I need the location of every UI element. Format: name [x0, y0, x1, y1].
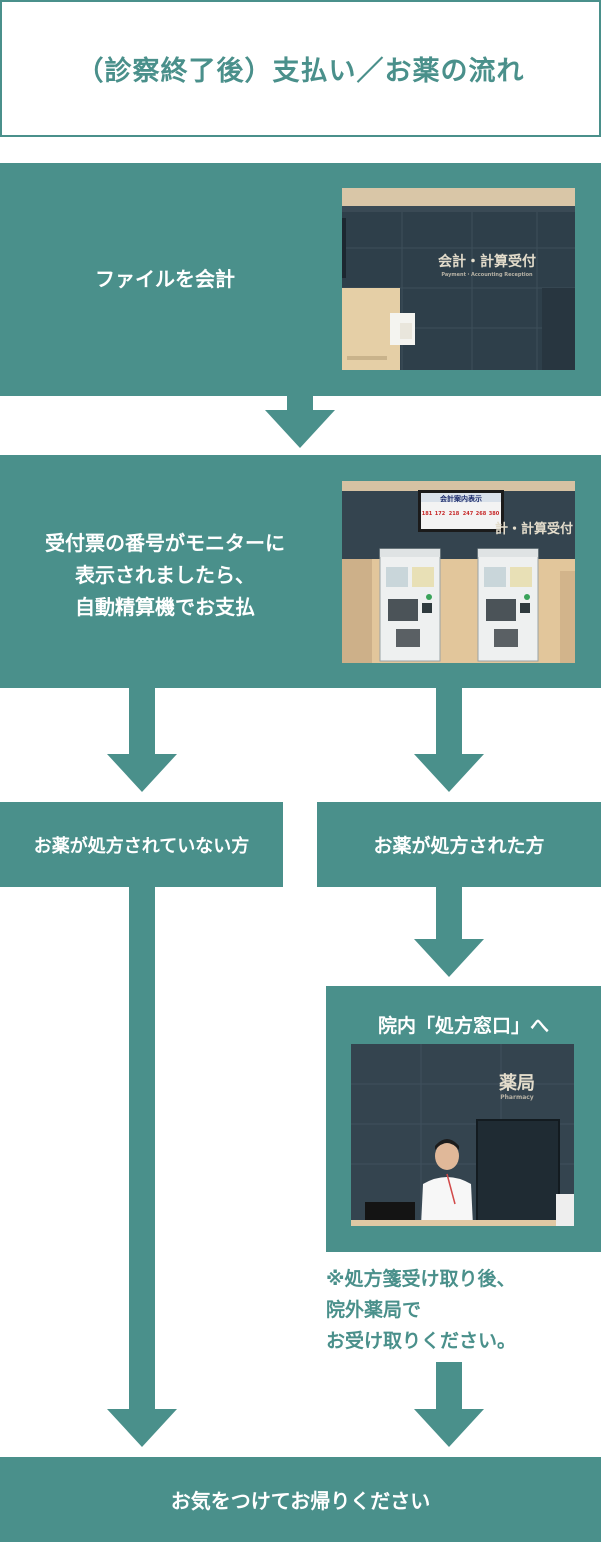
- title-box: （診察終了後）支払い／お薬の流れ: [0, 0, 601, 137]
- note-line-3: お受け取りください。: [326, 1330, 517, 1352]
- step-payment-line-1: 受付票の番号がモニターに: [45, 531, 285, 555]
- arrow-down-pharmacy-icon: [414, 887, 484, 977]
- accounting-sign-subtext: Payment・Accounting Reception: [441, 272, 533, 278]
- branch-prescription: お薬が処方された方: [317, 802, 601, 887]
- pharmacy-sign-subtext: Pharmacy: [500, 1094, 534, 1101]
- monitor-number-5: 268: [476, 511, 487, 517]
- branch-no-prescription-label: お薬が処方されていない方: [33, 835, 250, 857]
- step-payment-line-3: 自動精算機でお支払: [75, 595, 255, 619]
- arrow-down-final-icon: [414, 1362, 484, 1447]
- payment-sign-text: 計・計算受付: [495, 521, 573, 537]
- step-payment-line-2: 表示されましたら、: [75, 563, 255, 587]
- accounting-sign-text: 会計・計算受付: [438, 253, 536, 270]
- step-payment-text: 受付票の番号がモニターに 表示されましたら、 自動精算機でお支払: [0, 527, 330, 623]
- final-label: お気をつけてお帰りください: [170, 1489, 431, 1513]
- monitor-number-2: 172: [435, 511, 446, 517]
- branch-prescription-label: お薬が処方された方: [373, 835, 545, 857]
- payment-kiosk-left: [379, 548, 441, 662]
- arrow-down-right-icon: [414, 688, 484, 792]
- monitor-number-3: 218: [449, 511, 460, 517]
- monitor-title-text: 会計案内表示: [440, 494, 482, 503]
- page-title: （診察終了後）支払い／お薬の流れ: [76, 56, 525, 87]
- note-line-2: 院外薬局で: [326, 1299, 422, 1321]
- monitor-number-6: 380: [489, 511, 500, 517]
- pharmacy-photo: 薬局 Pharmacy: [351, 1044, 574, 1226]
- branch-no-prescription: お薬が処方されていない方: [0, 802, 283, 887]
- payment-machine-photo: 会計案内表示 181 172 218 247 268 380 計・計算受付: [342, 481, 575, 663]
- monitor-number-1: 181: [422, 511, 433, 517]
- note-line-1: ※処方箋受け取り後、: [326, 1268, 516, 1290]
- monitor-number-4: 247: [463, 511, 474, 517]
- arrow-down-icon: [265, 396, 335, 448]
- pharmacy-note: ※処方箋受け取り後、 院外薬局で お受け取りください。: [326, 1264, 596, 1357]
- accounting-reception-photo: 会計・計算受付 Payment・Accounting Reception: [342, 188, 575, 370]
- pharmacy-window-label: 院内「処方窓口」へ: [377, 1014, 549, 1037]
- arrow-down-long-icon: [107, 887, 177, 1447]
- step-final: お気をつけてお帰りください: [0, 1457, 601, 1542]
- step-file-accounting-label: ファイルを会計: [95, 267, 235, 291]
- pharmacy-sign-text: 薬局: [499, 1073, 535, 1094]
- arrow-down-left-icon: [107, 688, 177, 792]
- payment-kiosk-right: [477, 548, 539, 662]
- pharmacist-figure: [421, 1139, 473, 1226]
